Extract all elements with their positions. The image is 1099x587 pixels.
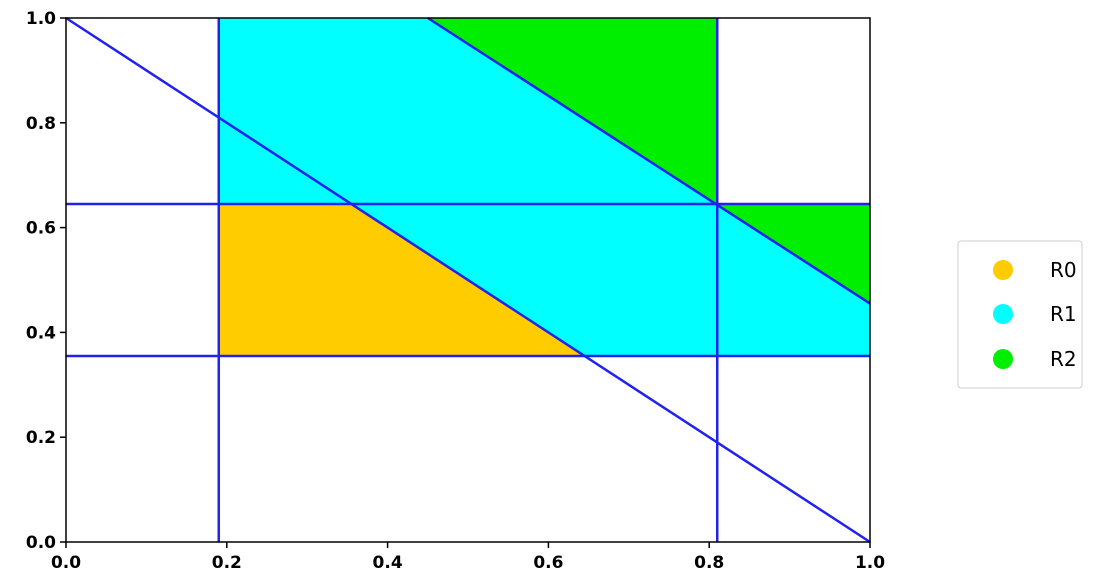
x-tick-label-2: 0.4 xyxy=(373,553,403,573)
x-tick-label-4: 0.8 xyxy=(694,553,724,573)
boundary-line-4 xyxy=(65,16,871,544)
region-r1-part-1 xyxy=(218,117,718,356)
legend-marker-r1 xyxy=(993,304,1013,324)
region-r0-part-0 xyxy=(218,117,585,356)
x-tick-label-1: 0.2 xyxy=(212,553,242,573)
y-tick-label-3: 0.6 xyxy=(26,219,56,239)
y-tick-label-2: 0.4 xyxy=(26,323,56,343)
x-tick-label-5: 1.0 xyxy=(855,553,885,573)
axes-frame xyxy=(65,17,871,543)
legend-label-r0: R0 xyxy=(1050,258,1077,282)
x-tick-label-3: 0.6 xyxy=(533,553,563,573)
legend-marker-r0 xyxy=(993,260,1013,280)
legend-label-r2: R2 xyxy=(1050,347,1077,371)
boundary-line-5 xyxy=(427,16,871,305)
region-r1-part-0 xyxy=(218,18,718,204)
legend: R0 R1 R2 xyxy=(957,240,1083,389)
legend-frame xyxy=(957,240,1083,389)
legend-marker-r2 xyxy=(993,349,1013,369)
ticks-layer: 0.0 0.2 0.4 0.6 0.8 1.0 0.0 0.2 0.4 0.6 0.8 1.0 xyxy=(26,9,885,573)
legend-label-r1: R1 xyxy=(1050,302,1077,326)
y-tick-label-5: 1.0 xyxy=(26,9,56,29)
boundary-lines-layer xyxy=(65,16,871,544)
region-r1-part-2 xyxy=(717,204,870,356)
regions-layer xyxy=(218,18,870,356)
x-tick-label-0: 0.0 xyxy=(51,553,81,573)
y-tick-label-4: 0.8 xyxy=(26,114,56,134)
y-tick-label-0: 0.0 xyxy=(26,533,56,553)
y-tick-label-1: 0.2 xyxy=(26,428,56,448)
